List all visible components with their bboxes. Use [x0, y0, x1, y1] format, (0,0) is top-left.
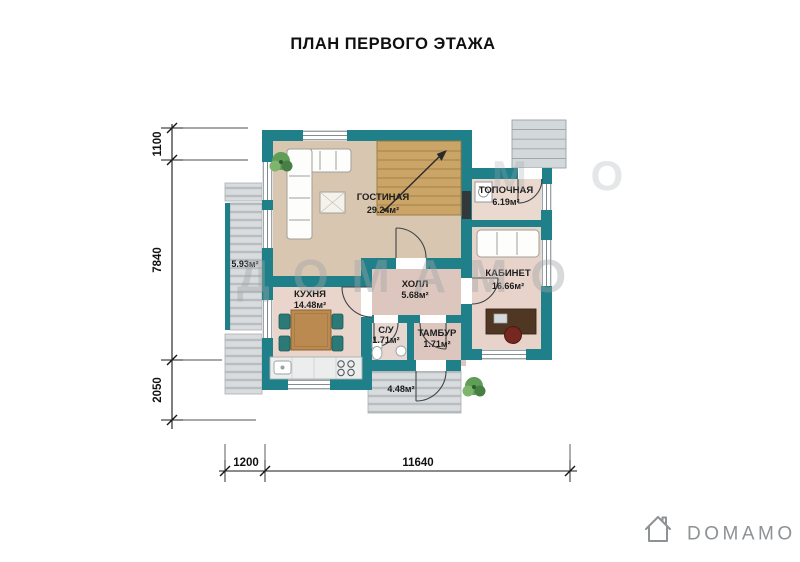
wall-wc-top — [368, 315, 461, 323]
wall-boiler-top — [461, 168, 552, 179]
desk-chair — [504, 326, 522, 344]
brand-logo-text: DOMAMO — [687, 524, 796, 545]
window-top-living — [303, 130, 347, 141]
window-office-bottom — [482, 349, 526, 360]
dim-bottom-left: 1200 — [233, 457, 259, 469]
room-hall-area: 5.68м² — [401, 290, 428, 300]
door-kitchen — [341, 286, 373, 318]
exterior-stairs-top-right — [511, 119, 567, 169]
kitchen-sink — [273, 360, 292, 375]
dim-left-top: 1100 — [152, 132, 164, 157]
room-office-area: 16.66м² — [492, 281, 524, 291]
toilet — [371, 341, 383, 360]
steps-bottom-left — [224, 333, 263, 395]
dim-left-bottom: 2050 — [152, 377, 164, 403]
wall-left — [262, 130, 273, 390]
wall-tambour-bottom — [368, 360, 461, 371]
exterior-paving — [224, 119, 567, 414]
door-entrance-porch — [415, 360, 447, 402]
room-wc-area: 1.71м² — [372, 335, 399, 345]
room-hall-floor — [366, 262, 466, 320]
house-icon — [645, 516, 671, 542]
kitchen-chairs — [278, 313, 344, 352]
coffee-table — [319, 191, 346, 214]
windows — [262, 130, 552, 390]
room-wc-name: С/У — [378, 325, 394, 336]
window-kitchen-bottom — [288, 379, 330, 390]
living-sofa — [286, 148, 352, 240]
door-tambour — [419, 315, 447, 350]
kitchen-counter — [269, 356, 363, 380]
room-boiler-name: ТОПОЧНАЯ — [479, 185, 534, 196]
wall-top — [262, 130, 472, 141]
doors — [341, 168, 543, 402]
watermark-main: ДОМАМО — [237, 250, 589, 302]
wall-kitchen-hall-divider — [361, 258, 372, 390]
room-living-name: ГОСТИНАЯ — [357, 192, 410, 203]
terrace-area-label: 5.93м² — [231, 259, 258, 269]
office-sofa — [476, 229, 540, 258]
dim-left-middle: 7840 — [152, 247, 164, 273]
room-hall-name: ХОЛЛ — [402, 279, 429, 290]
room-labels: ГОСТИНАЯ 29.24м² ТОПОЧНАЯ 6.19м² КАБИНЕТ… — [231, 185, 533, 394]
terrace-deck — [229, 202, 263, 331]
room-boiler-area: 6.19м² — [492, 197, 519, 207]
window-left-kitchen — [262, 300, 273, 338]
door-office — [461, 277, 499, 305]
terrace-rim — [225, 203, 230, 330]
interior-stairs — [376, 140, 462, 216]
wall-boiler-office-divider — [472, 220, 541, 227]
wall-kitchen-top — [262, 276, 368, 287]
wall-living-office-divider — [461, 130, 472, 360]
watermark-partial: М О — [492, 152, 649, 199]
furniture — [269, 148, 540, 397]
window-left-living-2 — [262, 210, 273, 248]
wall-wc-tambour-divider — [407, 315, 414, 371]
page-title: ПЛАН ПЕРВОГО ЭТАЖА — [290, 35, 495, 53]
stove — [337, 360, 355, 377]
laptop — [493, 313, 508, 324]
steps-top-left — [224, 182, 263, 202]
porch-area-label: 4.48м² — [387, 384, 414, 394]
dim-bottom-right: 11640 — [402, 457, 433, 469]
dimension-left-chain: 1100 7840 2050 — [152, 122, 256, 429]
tv-unit — [462, 191, 471, 219]
door-living-hall — [395, 227, 427, 269]
stairs-direction-arrow — [384, 152, 444, 211]
stairs-arrow-head — [436, 150, 447, 161]
kitchen-table — [290, 309, 332, 351]
room-tambour-name: ТАМБУР — [418, 328, 457, 339]
plant-porch — [462, 377, 486, 397]
wc-sink — [395, 345, 407, 357]
watermark: М О ДОМАМО — [237, 152, 649, 302]
dimension-bottom-chain: 1200 11640 — [219, 444, 577, 482]
window-office-right — [541, 240, 552, 286]
room-living-area: 29.24м² — [367, 205, 399, 215]
room-tambour-area: 1.71м² — [423, 339, 450, 349]
room-office-name: КАБИНЕТ — [485, 268, 531, 279]
window-boiler-right — [541, 184, 552, 210]
boiler-unit — [474, 181, 493, 203]
plant-living — [269, 152, 293, 172]
brand-logo: DOMAMO — [645, 516, 796, 545]
room-kitchen-name: КУХНЯ — [294, 289, 326, 300]
room-kitchen-area: 14.48м² — [294, 300, 326, 310]
door-boiler — [517, 168, 543, 204]
